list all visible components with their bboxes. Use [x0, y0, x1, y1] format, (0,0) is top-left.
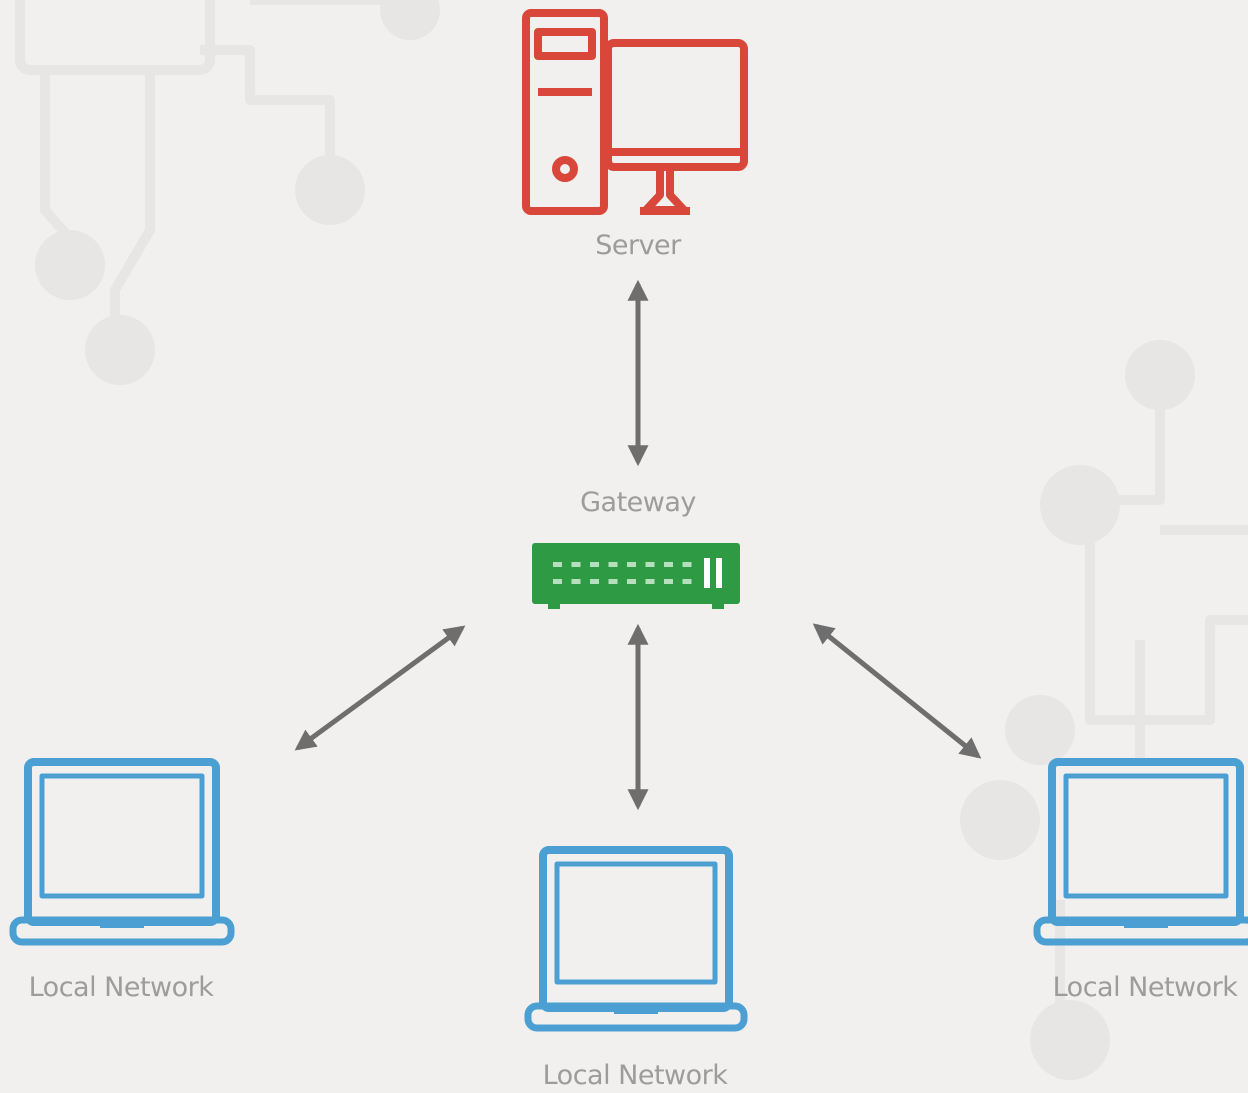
switch-port	[590, 579, 599, 584]
laptop-left-label: Local Network	[28, 972, 214, 1003]
switch-port	[664, 562, 673, 567]
switch-port	[571, 562, 581, 567]
switch-port	[608, 562, 618, 567]
laptop-center-icon	[524, 846, 748, 1032]
laptop-center-label: Local Network	[542, 1060, 728, 1091]
switch-port	[664, 579, 673, 584]
gateway-label: Gateway	[580, 487, 696, 518]
switch-port	[645, 579, 655, 584]
switch-port	[627, 562, 636, 567]
switch-port	[553, 562, 562, 567]
laptop-right-label: Local Network	[1052, 972, 1238, 1003]
switch-port	[590, 562, 599, 567]
arrow-gateway-laptop-left	[294, 625, 466, 751]
switch-port	[645, 562, 655, 567]
switch-port	[627, 579, 636, 584]
switch-port	[608, 579, 618, 584]
switch-port	[553, 579, 562, 584]
switch-port	[682, 562, 692, 567]
server-label: Server	[595, 230, 681, 261]
switch-port	[571, 579, 581, 584]
laptop-right-icon	[1033, 758, 1248, 946]
arrow-gateway-laptop-right	[812, 623, 982, 759]
laptop-left-icon	[9, 758, 235, 946]
switch-port	[682, 579, 692, 584]
